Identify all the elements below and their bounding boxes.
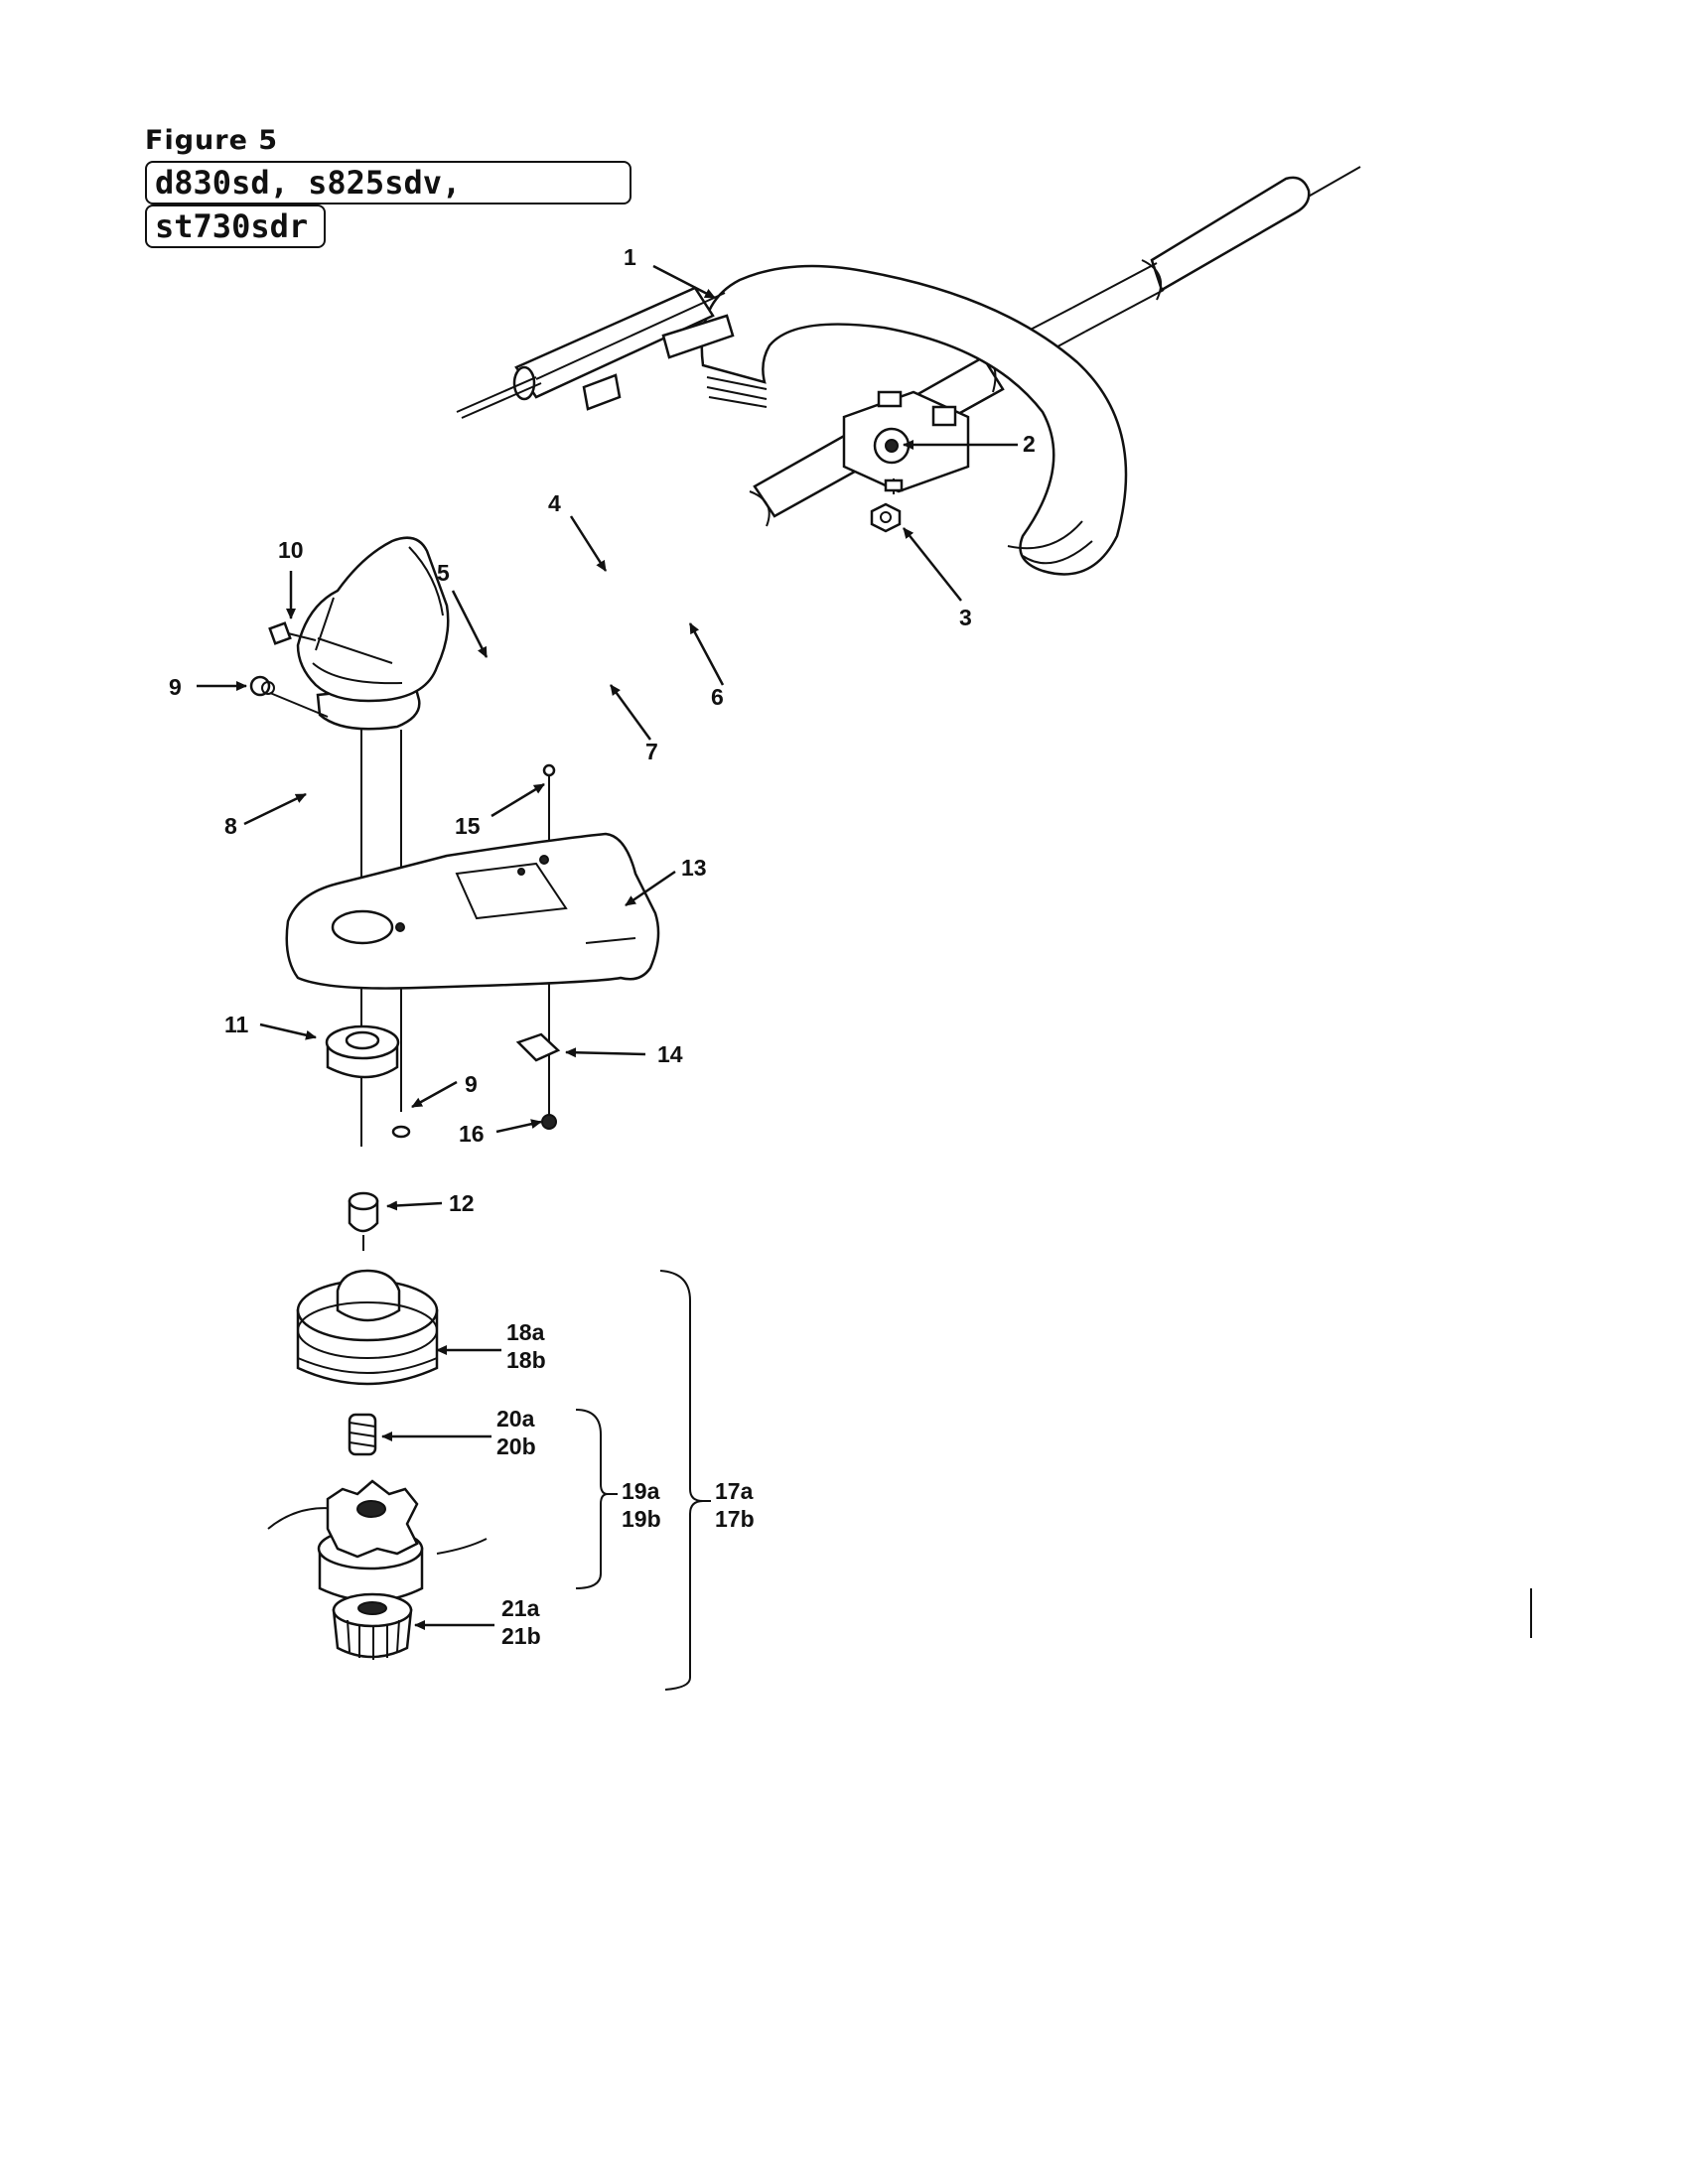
part-16-nut bbox=[541, 1114, 557, 1130]
arrow-15 bbox=[491, 782, 545, 818]
callout-17b: 17b bbox=[715, 1506, 755, 1532]
callout-17a: 17a bbox=[715, 1478, 754, 1504]
bracket-17 bbox=[659, 1270, 704, 1691]
callout-20b: 20b bbox=[496, 1433, 536, 1459]
callout-19a: 19a bbox=[622, 1478, 660, 1504]
part-2-handle-clamp bbox=[842, 390, 970, 494]
callout-16: 16 bbox=[459, 1121, 485, 1147]
part-5-drive-cable bbox=[456, 292, 726, 419]
arrow-6 bbox=[688, 622, 725, 686]
figure-title: Figure 5 bbox=[145, 125, 279, 156]
part-11-bearing bbox=[325, 1024, 400, 1079]
callout-12: 12 bbox=[449, 1190, 475, 1216]
part-21-bump-knob bbox=[332, 1592, 413, 1660]
arrow-13 bbox=[625, 870, 676, 907]
part-20-spring bbox=[348, 1413, 377, 1456]
part-18-spool-housing bbox=[296, 1269, 439, 1386]
part-12-arbor-adapter bbox=[348, 1191, 379, 1251]
callout-13: 13 bbox=[681, 855, 707, 881]
callout-19b: 19b bbox=[622, 1506, 661, 1532]
callout-15: 15 bbox=[455, 813, 481, 839]
part-10-bolt bbox=[268, 621, 393, 664]
part-1-handle bbox=[700, 264, 1128, 576]
part-9-screw-lower bbox=[391, 1125, 411, 1139]
arrow-16 bbox=[495, 1119, 542, 1134]
callout-21a: 21a bbox=[501, 1595, 540, 1621]
arrow-9-lower bbox=[411, 1080, 458, 1109]
arrow-11 bbox=[259, 1023, 317, 1040]
callout-14: 14 bbox=[657, 1041, 683, 1067]
callout-18b: 18b bbox=[506, 1347, 546, 1373]
part-9-screw-upper bbox=[249, 675, 329, 718]
callout-20a: 20a bbox=[496, 1406, 535, 1432]
callout-4: 4 bbox=[548, 490, 561, 516]
arrow-8 bbox=[243, 792, 307, 826]
callout-3: 3 bbox=[959, 605, 972, 630]
arrow-3 bbox=[903, 527, 962, 602]
callout-8: 8 bbox=[224, 813, 237, 839]
part-6-decal bbox=[661, 314, 735, 359]
callout-2: 2 bbox=[1023, 431, 1036, 457]
arrow-5 bbox=[451, 590, 489, 658]
part-13-deflector-shield bbox=[285, 832, 660, 990]
arrow-12 bbox=[386, 1200, 443, 1211]
part-15-screw bbox=[542, 763, 556, 777]
callout-6: 6 bbox=[711, 684, 724, 710]
callout-21b: 21b bbox=[501, 1623, 541, 1649]
model-list-line-1: d830sd, s825sdv, bbox=[145, 161, 632, 205]
part-19-spool bbox=[267, 1479, 488, 1602]
callout-9-upper: 9 bbox=[169, 674, 182, 700]
part-14-line-cutter bbox=[515, 1032, 561, 1062]
part-8-gear-head-housing bbox=[296, 536, 450, 731]
callout-1: 1 bbox=[624, 244, 636, 270]
callout-10: 10 bbox=[278, 537, 304, 563]
callout-9-lower: 9 bbox=[465, 1071, 478, 1097]
arrow-14 bbox=[565, 1047, 646, 1058]
callout-11: 11 bbox=[224, 1012, 249, 1037]
bracket-19 bbox=[575, 1409, 609, 1589]
part-3-nut bbox=[870, 502, 902, 533]
model-list-line-2: st730sdr bbox=[145, 205, 326, 248]
callout-18a: 18a bbox=[506, 1319, 545, 1345]
arrow-7 bbox=[609, 684, 652, 741]
callout-5: 5 bbox=[437, 560, 450, 586]
part-7-decal bbox=[582, 373, 622, 411]
arrow-4 bbox=[569, 515, 608, 572]
callout-7: 7 bbox=[645, 739, 658, 764]
arrow-1 bbox=[652, 264, 716, 300]
